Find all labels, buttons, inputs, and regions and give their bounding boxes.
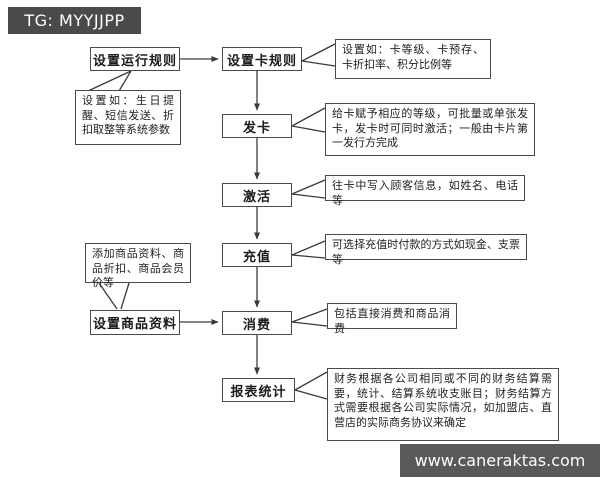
flow-node-report: 报表统计 bbox=[222, 378, 295, 402]
note-recharge: 可选择充值时付款的方式如现金、支票等 bbox=[325, 234, 527, 266]
flow-node-consume: 消费 bbox=[222, 311, 292, 335]
site-watermark: www.caneraktas.com bbox=[400, 444, 600, 477]
flow-node-set-card-rules: 设置卡规则 bbox=[222, 47, 302, 71]
note-run-rules: 设置如：生日提醒、短信发送、折扣取整等系统参数 bbox=[75, 90, 181, 145]
flow-node-set-product: 设置商品资料 bbox=[90, 310, 180, 335]
note-product: 添加商品资料、商品折扣、商品会员价等 bbox=[85, 243, 191, 289]
callout-run-rules-note bbox=[87, 70, 132, 92]
callout-issue-card-note bbox=[291, 107, 326, 133]
note-card-rules: 设置如：卡等级、卡预存、卡折扣率、积分比例等 bbox=[335, 39, 491, 79]
callout-report-note bbox=[294, 371, 328, 400]
note-consume: 包括直接消费和商品消费 bbox=[327, 303, 457, 335]
callout-activate-note bbox=[291, 179, 326, 199]
callout-card-rules-note bbox=[301, 43, 336, 67]
flow-node-issue-card: 发卡 bbox=[222, 114, 292, 138]
note-issue-card: 给卡赋予相应的等级，可批量或单张发卡，发卡时可同时激活；一般由卡片第一发行方完成 bbox=[325, 103, 535, 156]
flow-node-activate: 激活 bbox=[222, 183, 292, 207]
callout-consume-note bbox=[291, 308, 328, 327]
flow-node-set-run-rules: 设置运行规则 bbox=[90, 47, 180, 71]
callout-recharge-note bbox=[291, 240, 326, 259]
flow-node-recharge: 充值 bbox=[222, 243, 292, 267]
callout-product-note bbox=[98, 282, 130, 310]
note-report: 财务根据各公司相同或不同的财务结算需要，统计、结算系统收支账目；财务结算方式需要… bbox=[327, 368, 559, 441]
telegram-badge: TG: MYYJJPP bbox=[8, 7, 141, 34]
note-activate: 往卡中写入顾客信息，如姓名、电话等 bbox=[325, 175, 525, 207]
